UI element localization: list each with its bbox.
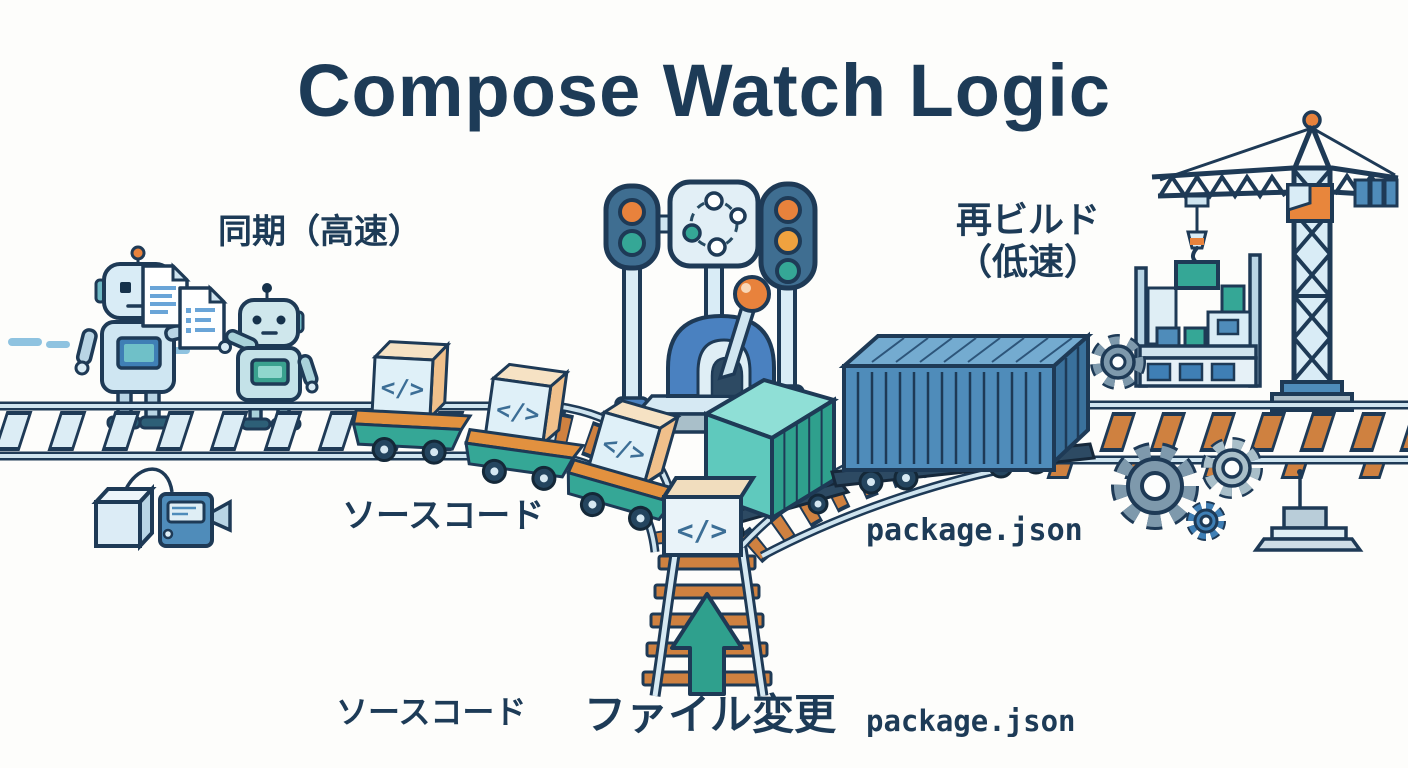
label-source-code-mid: ソースコード [342,497,544,535]
code-symbol: </> [677,514,728,547]
label-source-code-bottom: ソースコード [336,694,526,730]
antenna-ball-icon [130,245,146,261]
blue-container-flatcar [830,331,1096,495]
code-symbol: </> [380,373,425,403]
watcher-camera-icon [158,492,232,548]
counterweight [1353,178,1371,208]
code-cart-1: </> [351,340,473,465]
code-cart-2: </> [464,362,586,491]
lever-ball-icon [733,275,771,313]
label-package-json-mid: package.json [866,513,1083,548]
nodes-icon [682,191,747,257]
building-blocks [1134,253,1262,388]
document-icon [141,262,191,328]
label-rebuild: 再ビルド （低速） [956,199,1100,282]
blue-container [838,331,1094,472]
gear-icon-large [1111,442,1199,530]
robot-right [218,283,319,431]
tower-crane [1151,110,1399,412]
traffic-signal-left-icon [603,183,661,271]
gear-icon-small [1186,501,1226,541]
teal-block-icon [1220,284,1246,314]
document-icon [178,284,228,350]
crane-scene [1090,110,1399,412]
crane-hook-icon [1184,194,1210,266]
up-arrow-icon [670,592,744,696]
label-sync: 同期（高速） [218,212,422,251]
crane-top-ball-icon [1302,110,1322,130]
speed-dash-icon [46,341,70,348]
code-symbol: </> [494,395,541,429]
gear-icon-crane [1090,334,1146,390]
label-file-change: ファイル変更 [584,691,837,738]
signal-box-device [1252,469,1364,552]
file-watcher-group [91,467,232,552]
sync-robots-group [8,245,319,431]
traffic-signal-right-icon [758,181,818,291]
track-right [1046,400,1408,479]
code-cart-3: </> [566,399,687,531]
hoisted-teal-block [1174,260,1220,290]
rebuild-gears-group [1111,437,1364,552]
junction-code-box: </> [660,476,757,557]
gear-icon-medium [1201,437,1263,499]
watched-box-icon [91,483,157,552]
speed-dash-icon [8,338,42,346]
label-rebuild-line2: （低速） [956,241,1100,282]
page-title: Compose Watch Logic [297,49,1111,132]
label-package-json-bottom: package.json [866,704,1076,738]
watch-cable [124,467,174,493]
control-panel [667,179,761,269]
antenna-ball-icon [262,283,272,293]
label-rebuild-line1: 再ビルド [956,199,1100,240]
